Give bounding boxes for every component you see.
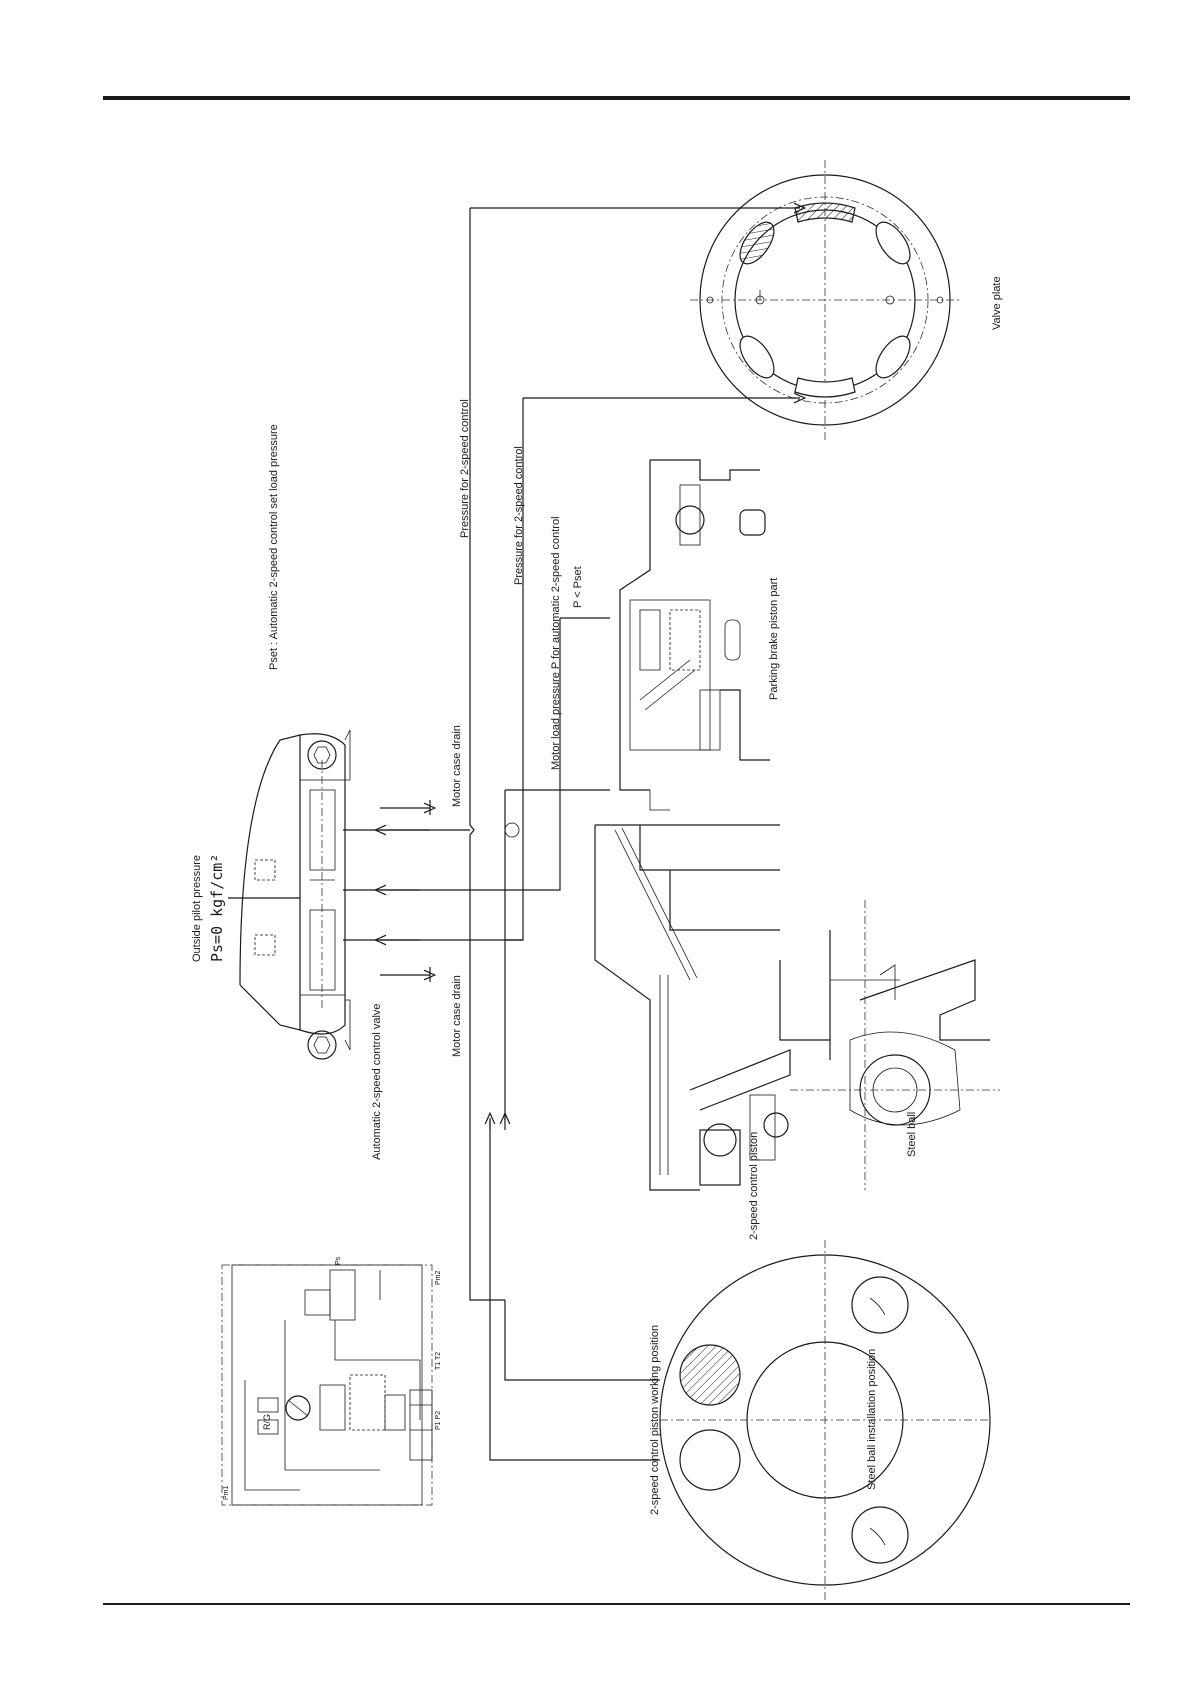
working-position-label: 2-speed control piston working position xyxy=(649,1325,661,1515)
pilot-lines xyxy=(343,208,800,1461)
auto-valve-label: Automatic 2-speed control valve xyxy=(371,1003,383,1160)
valve-plate-label: Valve plate xyxy=(991,276,1003,330)
ball-installation-label: Steel ball installation position xyxy=(866,1349,878,1490)
schematic-pm2: Pm2 xyxy=(435,1271,442,1286)
schematic-t1t2: T1 T2 xyxy=(435,1352,442,1370)
hydraulic-schematic xyxy=(221,1264,433,1506)
ps-value-label: Ps=0 kgf/cm² xyxy=(208,854,226,962)
parking-brake-label: Parking brake piston part xyxy=(768,578,780,700)
pressure-2speed-label-b: Pressure for 2-speed control xyxy=(513,446,525,585)
steel-ball-label: Steel ball xyxy=(906,1112,918,1157)
p-lt-pset-label: P < Pset xyxy=(572,566,584,608)
valve-plate xyxy=(690,160,960,440)
motor-case-drain-top-label: Motor case drain xyxy=(451,725,463,807)
motor-body xyxy=(594,824,1000,1191)
two-speed-piston-label: 2-speed control piston xyxy=(748,1132,760,1240)
pressure-2speed-label-a: Pressure for 2-speed control xyxy=(459,399,471,538)
ball-position-disk xyxy=(659,1240,991,1600)
header-rule xyxy=(103,96,1130,100)
pset-label: Pset : Automatic 2-speed control set loa… xyxy=(268,424,280,670)
outside-pilot-label: Outside pilot pressure xyxy=(191,855,203,962)
motor-load-label: Motor load pressure P for automatic 2-sp… xyxy=(550,516,562,770)
schematic-p1p2: P1 P2 xyxy=(435,1411,442,1430)
motor-case-drain-bottom-label: Motor case drain xyxy=(451,975,463,1057)
auto-2speed-valve xyxy=(228,729,351,1060)
schematic-ps: Ps xyxy=(335,1256,342,1265)
footer-rule xyxy=(103,1603,1130,1605)
schematic-rg: R/G xyxy=(262,1414,272,1430)
schematic-pm1: Pm1 xyxy=(223,1486,230,1501)
parking-brake-part xyxy=(619,459,770,811)
